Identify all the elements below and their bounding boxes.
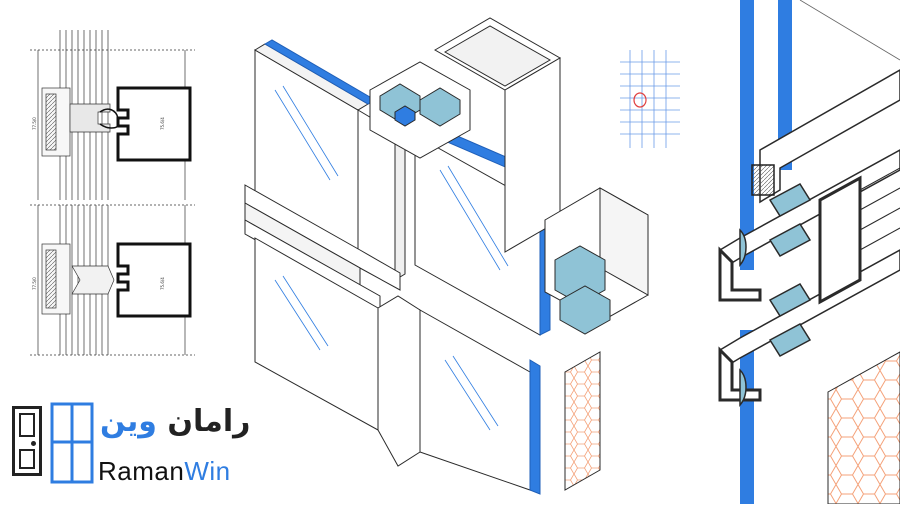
grid-detail	[620, 50, 680, 148]
logo-en-part1: Raman	[98, 456, 185, 486]
section-drawing-bottom	[30, 204, 195, 356]
isometric-curtain-wall	[244, 17, 649, 495]
logo-fa-part1: رامان	[167, 404, 251, 439]
ramanwin-logo: رامان وین RamanWin	[8, 398, 250, 498]
section-drawing-top	[30, 30, 195, 200]
section-top-label-1: 77.5/0	[32, 117, 37, 130]
window-logo-icon	[50, 402, 94, 484]
section-bottom-label-2: 75.6/4	[160, 277, 165, 290]
logo-en-part2: Win	[184, 456, 231, 486]
section-bottom-label-1: 77.5/0	[32, 277, 37, 290]
section-top-label-2: 75.6/4	[160, 117, 165, 130]
closeup-detail	[718, 0, 900, 505]
logo-persian-name: رامان وین	[100, 404, 250, 439]
logo-english-name: RamanWin	[98, 456, 231, 487]
logo-fa-part2: وین	[100, 404, 157, 439]
door-logo-icon	[12, 406, 42, 476]
